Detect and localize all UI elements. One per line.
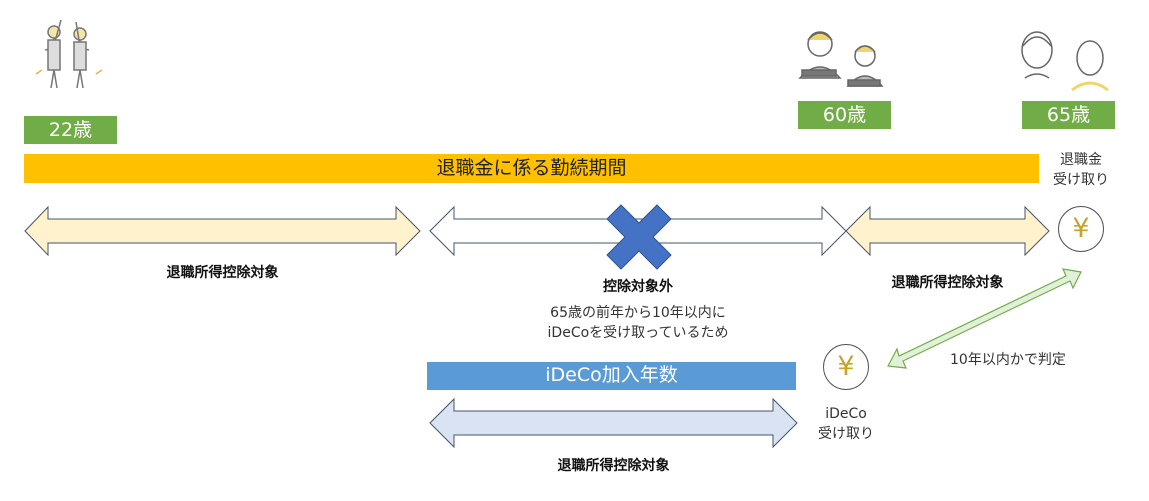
segment-2-note-line2: iDeCoを受け取っているため	[547, 325, 729, 341]
ideco-receipt-line1: iDeCo	[825, 406, 867, 422]
retirement-receipt-label: 退職金 受け取り	[1036, 150, 1126, 190]
retirement-receipt-line1: 退職金	[1060, 152, 1102, 168]
age-badge-22: 22歳	[24, 116, 117, 144]
ideco-yen-icon: ¥	[823, 344, 869, 390]
ideco-bar: iDeCo加入年数	[427, 362, 796, 390]
segment-2-note-line1: 65歳の前年から10年以内に	[550, 305, 726, 321]
segment-3-label: 退職所得控除対象	[891, 275, 1004, 291]
ideco-receipt-label: iDeCo 受け取り	[806, 404, 886, 444]
tenure-bar: 退職金に係る勤続期間	[24, 154, 1039, 183]
judgement-arrow	[887, 268, 1082, 369]
segment-arrow-3	[845, 205, 1050, 257]
age-badge-65: 65歳	[1022, 101, 1115, 129]
x-mark-icon	[606, 204, 672, 270]
new-employees-illustration	[35, 19, 103, 89]
ideco-segment-arrow	[429, 397, 798, 449]
segment-2-label: 控除対象外	[603, 279, 673, 295]
segment-2-note: 65歳の前年から10年以内に iDeCoを受け取っているため	[430, 303, 846, 343]
segment-1-label: 退職所得控除対象	[166, 265, 279, 281]
retirement-receipt-line2: 受け取り	[1053, 172, 1109, 188]
age-badge-60: 60歳	[798, 101, 891, 129]
judgement-label: 10年以内かで判定	[950, 352, 1066, 368]
ideco-receipt-line2: 受け取り	[818, 426, 874, 442]
couple-reading-illustration	[798, 31, 884, 87]
segment-arrow-1	[24, 205, 421, 257]
retirement-yen-icon: ¥	[1058, 206, 1104, 252]
ideco-segment-label: 退職所得控除対象	[557, 458, 670, 474]
elderly-couple-illustration	[1021, 31, 1109, 92]
